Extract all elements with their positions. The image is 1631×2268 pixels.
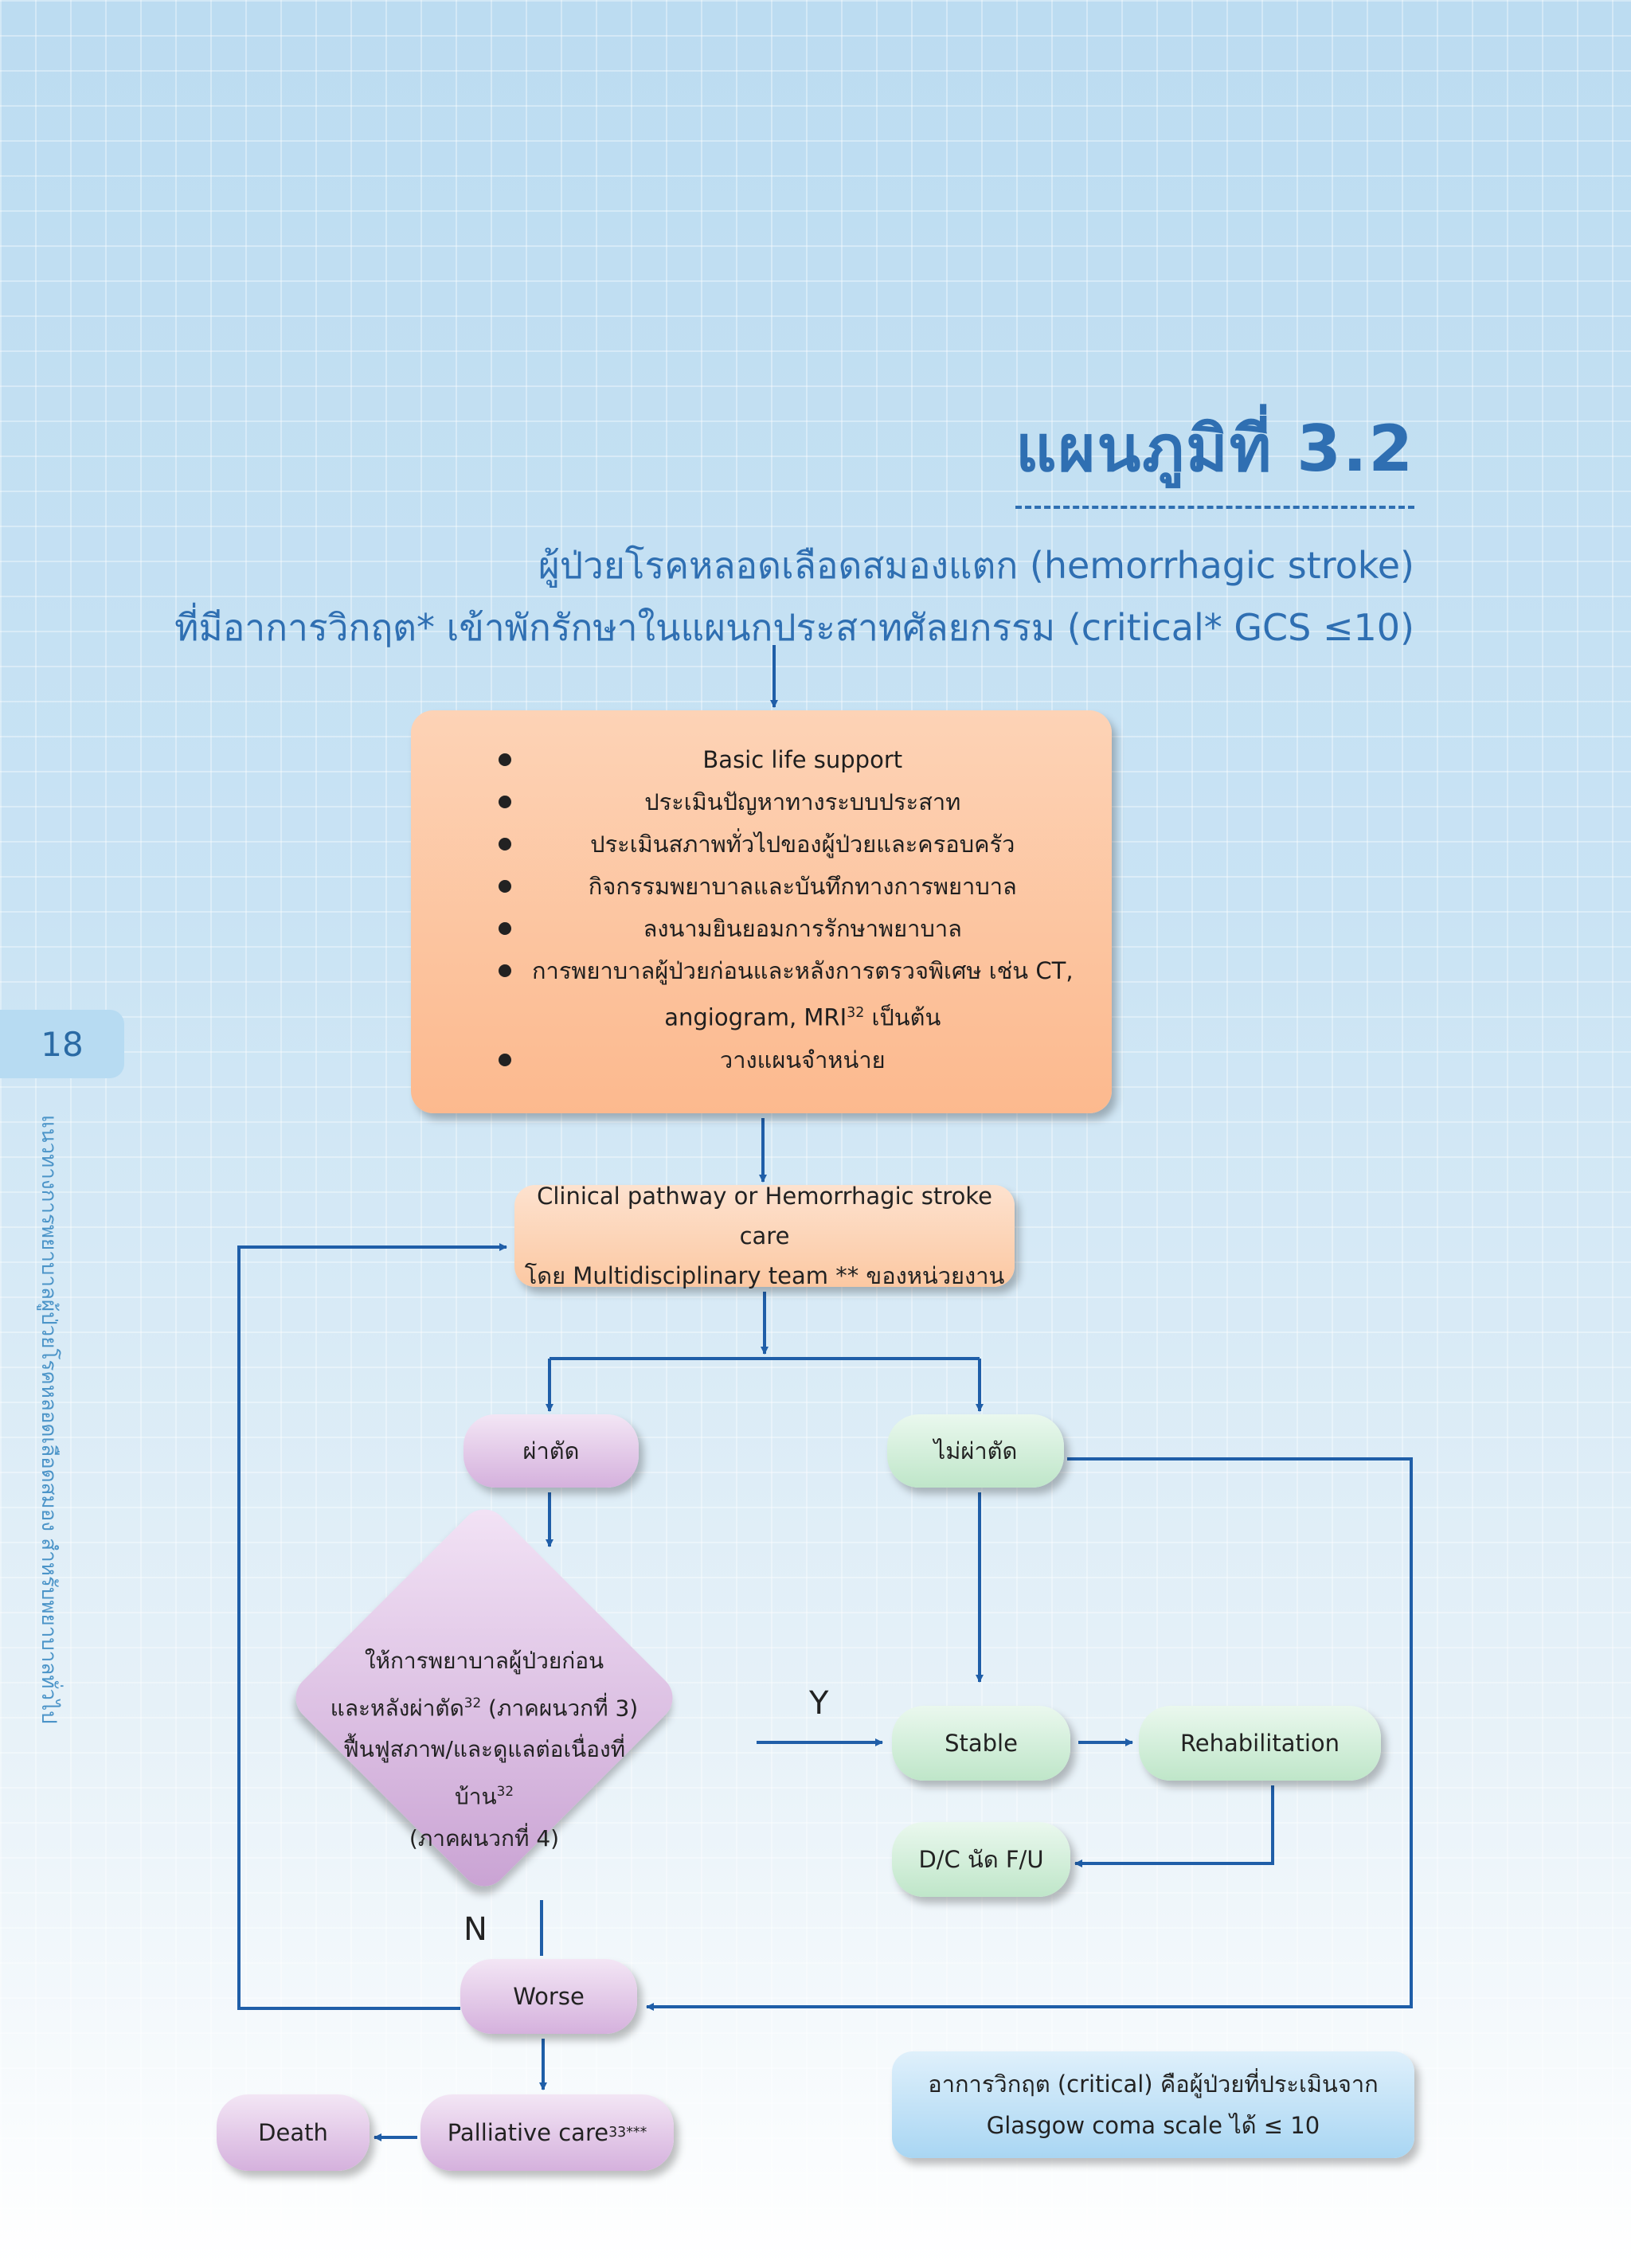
- clinical-pathway-box: Clinical pathway or Hemorrhagic stroke c…: [514, 1183, 1015, 1289]
- care-item: กิจกรรมพยาบาลและบันทึกทางการพยาบาล: [499, 866, 1074, 908]
- decision-line2-post: (ภาคผนวกที่ 3): [481, 1695, 639, 1722]
- reference-sup: 32: [496, 1783, 514, 1800]
- page-number: 18: [0, 1010, 124, 1078]
- care-item: การพยาบาลผู้ป่วยก่อนและหลังการตรวจพิเศษ …: [499, 950, 1074, 1039]
- worse-node: Worse: [460, 1959, 637, 2034]
- death-node: Death: [217, 2094, 370, 2171]
- decision-line2: และหลังผ่าตัด32 (ภาคผนวกที่ 3): [325, 1682, 643, 1729]
- reference-sup: 32: [847, 1005, 865, 1021]
- side-caption-wrap: แนวทางการพยาบาลผู้ป่วยโรคหลอดเลือดสมอง ส…: [37, 1115, 72, 1724]
- no-label: N: [463, 1911, 487, 1948]
- chart-title: แผนภูมิที่ 3.2: [1015, 398, 1414, 509]
- decision-text: ให้การพยาบาลผู้ป่วยก่อน และหลังผ่าตัด32 …: [325, 1640, 643, 1859]
- no-surgery-node: ไม่ผ่าตัด: [887, 1414, 1064, 1488]
- subtitle-line2: ที่มีอาการวิกฤต* เข้าพักรักษาในแผนกประสา…: [174, 606, 1414, 649]
- surgery-node: ผ่าตัด: [463, 1414, 639, 1488]
- care-item-cont-post: เป็นต้น: [864, 1003, 941, 1031]
- care-item: ประเมินสภาพทั่วไปของผู้ป่วยและครอบครัว: [499, 823, 1074, 866]
- arrow-nosurgery-to-worse: [646, 1457, 1413, 2011]
- decision-line1: ให้การพยาบาลผู้ป่วยก่อน: [364, 1648, 604, 1674]
- note-line1: อาการวิกฤต (critical) คือผู้ป่วยที่ประเม…: [928, 2071, 1379, 2098]
- note-line2: Glasgow coma scale ได้ ≤ 10: [986, 2112, 1320, 2139]
- care-item: ประเมินปัญหาทางระบบประสาท: [499, 781, 1074, 823]
- initial-care-box: Basic life support ประเมินปัญหาทางระบบปร…: [411, 710, 1112, 1113]
- stable-node: Stable: [892, 1706, 1070, 1781]
- side-caption: แนวทางการพยาบาลผู้ป่วยโรคหลอดเลือดสมอง ส…: [37, 1115, 61, 1724]
- critical-note-box: อาการวิกฤต (critical) คือผู้ป่วยที่ประเม…: [892, 2051, 1414, 2158]
- reference-sup: 33***: [608, 2125, 647, 2141]
- decision-line4: (ภาคผนวกที่ 4): [409, 1824, 560, 1852]
- decision-line3-text: ฟื้นฟูสภาพ/และดูแลต่อเนื่องที่บ้าน: [342, 1736, 626, 1810]
- care-item-text: การพยาบาลผู้ป่วยก่อนและหลังการตรวจพิเศษ …: [532, 957, 1074, 984]
- pathway-line2: โดย Multidisciplinary team ** ของหน่วยงา…: [524, 1262, 1005, 1289]
- care-item: วางแผนจำหน่าย: [499, 1039, 1074, 1081]
- care-item: ลงนามยินยอมการรักษาพยาบาล: [499, 908, 1074, 950]
- care-item: Basic life support: [499, 739, 1074, 781]
- yes-label: Y: [809, 1685, 829, 1722]
- decision-line3: ฟื้นฟูสภาพ/และดูแลต่อเนื่องที่บ้าน32: [325, 1729, 643, 1817]
- subtitle-line1: ผู้ป่วยโรคหลอดเลือดสมองแตก (hemorrhagic …: [538, 544, 1414, 587]
- care-list: Basic life support ประเมินปัญหาทางระบบปร…: [499, 739, 1074, 1081]
- palliative-label: Palliative care: [447, 2119, 609, 2146]
- pathway-line1: Clinical pathway or Hemorrhagic stroke c…: [537, 1183, 992, 1249]
- arrow-rehab-to-dc: [1074, 1785, 1274, 1867]
- decision-line2-text: และหลังผ่าตัด: [330, 1695, 464, 1722]
- care-item-cont: angiogram, MRI: [664, 1003, 847, 1031]
- arrow-worse-loop: [237, 1243, 507, 2010]
- reference-sup: 32: [463, 1695, 482, 1711]
- discharge-followup-node: D/C นัด F/U: [892, 1822, 1070, 1897]
- rehabilitation-node: Rehabilitation: [1139, 1706, 1381, 1781]
